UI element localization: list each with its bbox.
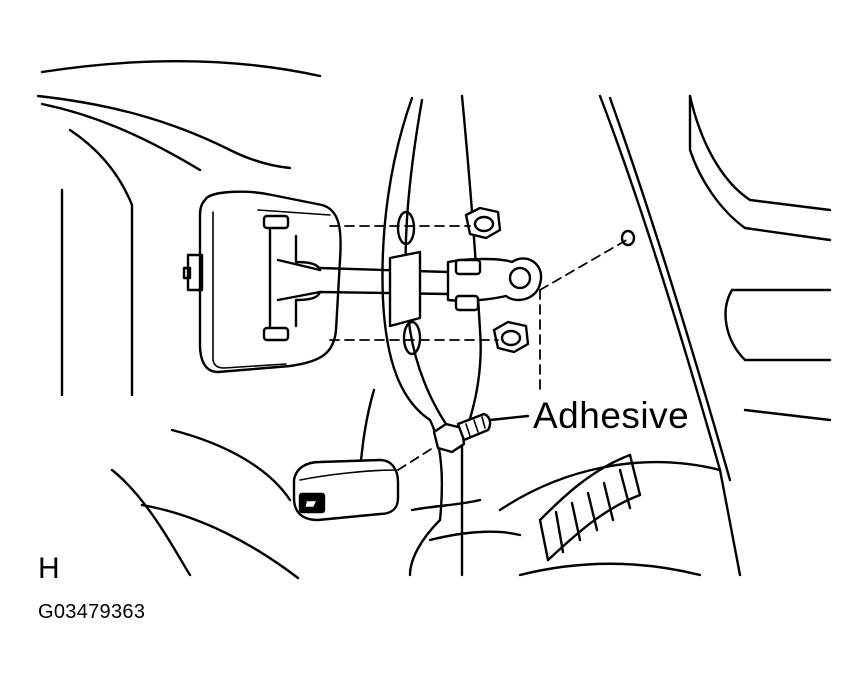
door-check-housing <box>182 190 342 374</box>
adhesive-leader-line <box>488 414 530 422</box>
mounting-bolts <box>464 206 530 354</box>
figure-code: G03479363 <box>38 601 146 623</box>
wiring-boot <box>538 453 642 562</box>
door-hole <box>620 229 636 247</box>
view-letter: H <box>38 552 60 585</box>
body-outline-upper <box>36 60 322 397</box>
door-check-arm <box>318 250 543 328</box>
adhesive-label: Adhesive <box>533 395 690 436</box>
adhesive-bolt <box>432 412 492 454</box>
alignment-lines <box>329 225 631 471</box>
cover-cap <box>292 458 400 522</box>
